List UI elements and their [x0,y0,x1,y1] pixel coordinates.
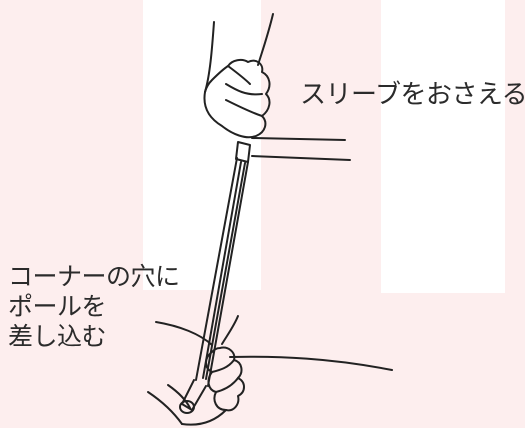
tent-fabric-line-upper [251,137,346,141]
lower-wrist [181,409,227,426]
tent-corner-fold [221,315,239,345]
lower-hand-finger-1 [211,359,235,373]
lower-hand-finger-2 [215,377,239,393]
upper-hand-finger-2 [225,83,263,96]
lower-hand [205,346,245,412]
sleeve-left-edge [195,157,238,381]
sleeve-instruction-label: スリーブをおさえる [300,80,525,110]
pole-tip [181,379,207,411]
upper-hand-finger-3 [225,99,263,117]
sleeve-tip [235,141,251,163]
white-panel-left [143,0,261,290]
pole-core-left [202,161,242,379]
corner-instruction-line-3: 差し込む [8,322,107,351]
upper-arm-right-edge [257,13,274,66]
lower-arm-right-edge [167,384,191,409]
corner-instruction-label: コーナーの穴に ポールを 差し込む [8,262,180,352]
lower-arm-left-edge [147,391,183,425]
tent-edge-right [229,355,393,371]
corner-instruction-line-1: コーナーの穴に [8,262,180,291]
upper-hand [203,58,271,139]
sleeve-right-edge [207,161,249,387]
tent-edge-left [155,321,213,346]
pole-core-right [205,162,246,380]
corner-instruction-line-2: ポールを [8,292,107,321]
tent-fabric-line-lower [251,155,351,161]
white-panel-right [381,0,505,293]
upper-hand-finger-1 [227,65,251,85]
